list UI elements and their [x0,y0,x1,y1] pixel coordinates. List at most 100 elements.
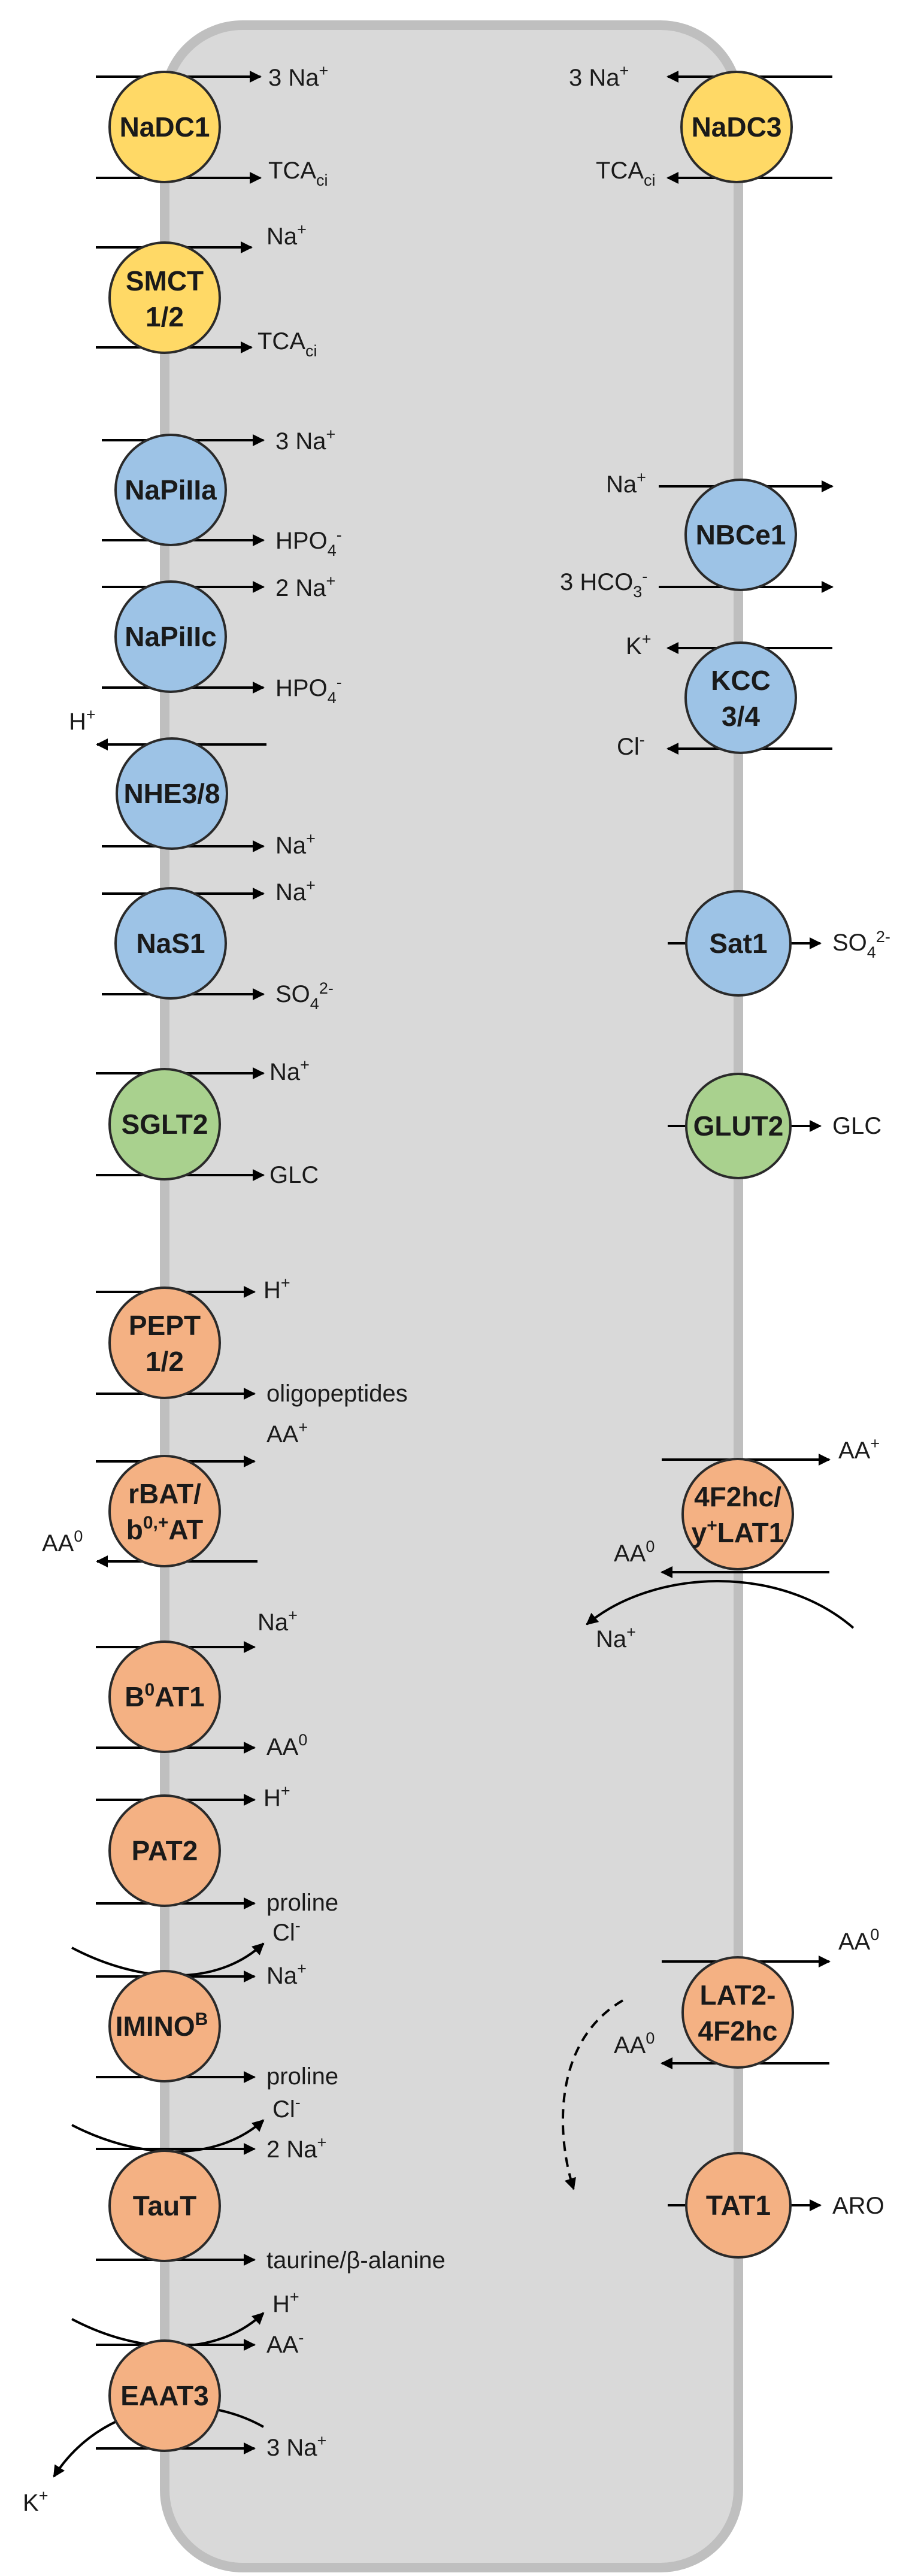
transporter-nbce1-name: NBCe1 [696,519,786,550]
transporter-kcc-circle [684,641,797,754]
transporter-nhe-circle [116,737,228,850]
transporter-sglt2: SGLT2 [108,1068,221,1180]
transporter-eaat3-circle [108,2339,221,2452]
transporter-4f2hc-lat1-circle [681,1458,794,1570]
label-napiic-na: 2 Na+ [275,572,335,601]
transporter-nbce1-circle [684,479,797,591]
label-nas1-na: Na+ [275,876,316,906]
transporter-rbat-name-line1: rBAT/ [128,1478,201,1509]
transporter-nadc1: NaDC1 [108,71,221,183]
label-kcc-k: K+ [626,630,651,659]
transporter-sat1-name: Sat1 [709,928,767,959]
label-sglt2-glc: GLC [269,1162,319,1188]
transporter-lat2-name-line1: LAT2- [700,1979,776,2011]
transporter-taut-name: TauT [133,2190,196,2221]
transporter-pept-circle [108,1287,221,1399]
label-smct-tca: TCAci [257,328,317,360]
label-nadc3-tca: TCAci [596,158,656,189]
label-eaat3-aa: AA- [266,2329,304,2358]
transporter-pept: PEPT 1/2 [108,1287,221,1399]
label-nbce1-hco: 3 HCO3- [560,567,647,601]
label-pat2-proline: proline [266,1890,338,1916]
transporter-nadc1-name: NaDC1 [120,111,210,143]
label-napiic-hpo: HPO4- [275,673,342,707]
transporter-tat1-circle [685,2152,792,2259]
transporter-glut2: GLUT2 [685,1073,792,1179]
transporter-napiic: NaPiIIc [114,580,227,693]
label-taut-taurine: taurine/β-alanine [266,2247,446,2274]
label-eaat3-k: K+ [23,2487,48,2516]
transporter-smct-name-line1: SMCT [126,265,204,296]
label-nhe-h: H+ [69,706,96,735]
transporter-napiic-name: NaPiIIc [125,621,216,652]
transporter-sglt2-name: SGLT2 [122,1109,208,1140]
transporter-napiic-circle [114,580,227,693]
label-sat1-so4: SO42- [832,928,890,961]
label-taut-cl: Cl- [272,2093,301,2123]
transporter-smct: SMCT 1/2 [108,241,221,354]
label-kcc-cl: Cl- [617,731,645,760]
transporter-tat1: TAT1 [685,2152,792,2259]
transporter-rbat-name-line2: b0,+AT [126,1513,204,1545]
transporter-taut-circle [108,2150,221,2262]
transporter-napiia-circle [114,434,227,546]
transporter-nas1: NaS1 [114,887,227,1000]
transporter-pat2-name: PAT2 [132,1835,198,1866]
label-napiia-hpo: HPO4- [275,526,342,559]
transporter-tat1-name: TAT1 [706,2190,771,2221]
transporter-kcc-name-line2: 3/4 [722,701,760,732]
transporter-nhe-name: NHE3/8 [123,778,220,809]
label-b0at1-na: Na+ [257,1606,298,1636]
transporters: NaDC1 NaDC3 SMCT 1/2 NaPiIIa NBCe1 NaPiI… [108,71,797,2452]
transporter-sglt2-circle [108,1068,221,1180]
label-4f2hc-aa0: AA0 [614,1537,655,1567]
transporter-smct-name-line2: 1/2 [146,301,184,332]
transporter-smct-circle [108,241,221,354]
transporter-nbce1: NBCe1 [684,479,797,591]
label-pat2-h: H+ [263,1782,290,1811]
substrate-labels: 3 Na+ TCAci 3 Na+ TCAci Na+ TCAci 3 Na+ … [23,62,890,2516]
transporter-4f2hc-lat1-name-line2: y+LAT1 [692,1516,784,1548]
transporter-imino-name: IMINOB [116,2009,208,2042]
transporter-b0at1-circle [108,1640,221,1753]
transporter-taut: TauT [108,2150,221,2262]
transporter-rbat: rBAT/ b0,+AT [108,1455,221,1567]
transporter-glut2-circle [685,1073,792,1179]
label-lat2-aa0-in: AA0 [614,2029,655,2059]
label-nadc1-na: 3 Na+ [268,62,328,91]
label-nadc1-tca: TCAci [268,158,328,189]
label-taut-na: 2 Na+ [266,2133,326,2163]
label-imino-cl: Cl- [272,1917,301,1946]
transporter-b0at1-name: B0AT1 [125,1680,204,1712]
transporter-nas1-name: NaS1 [136,928,205,959]
label-pept-oligo: oligopeptides [266,1381,408,1407]
transporter-pat2: PAT2 [108,1794,221,1907]
label-tat1-aro: ARO [832,2193,884,2219]
cell-body [160,20,743,2572]
label-nhe-na: Na+ [275,830,316,859]
label-smct-na: Na+ [266,220,307,250]
transporter-lat2: LAT2- 4F2hc [681,1956,794,2069]
label-eaat3-na: 3 Na+ [266,2432,326,2461]
transporter-pat2-circle [108,1794,221,1907]
label-eaat3-h: H+ [272,2288,299,2317]
transporter-kcc-name-line1: KCC [711,665,771,696]
transporter-nhe: NHE3/8 [116,737,228,850]
transporter-nadc3-circle [680,71,793,183]
label-b0at1-aa0: AA0 [266,1731,307,1760]
transporter-sat1-circle [685,890,792,997]
transporter-pept-name-line1: PEPT [129,1310,201,1341]
transporter-eaat3: EAAT3 [108,2339,221,2452]
transporter-nas1-circle [114,887,227,1000]
transporter-nadc3-name: NaDC3 [692,111,782,143]
label-lat2-aa0-out: AA0 [838,1926,879,1955]
label-imino-proline: proline [266,2063,338,2090]
transporter-b0at1: B0AT1 [108,1640,221,1753]
transporter-lat2-name-line2: 4F2hc [698,2015,778,2047]
transporter-eaat3-name: EAAT3 [120,2380,208,2411]
transporter-napiia-name: NaPiIIa [125,474,217,505]
transporter-nadc1-circle [108,71,221,183]
label-rbat-aa0: AA0 [42,1527,83,1557]
transporter-nadc3: NaDC3 [680,71,793,183]
